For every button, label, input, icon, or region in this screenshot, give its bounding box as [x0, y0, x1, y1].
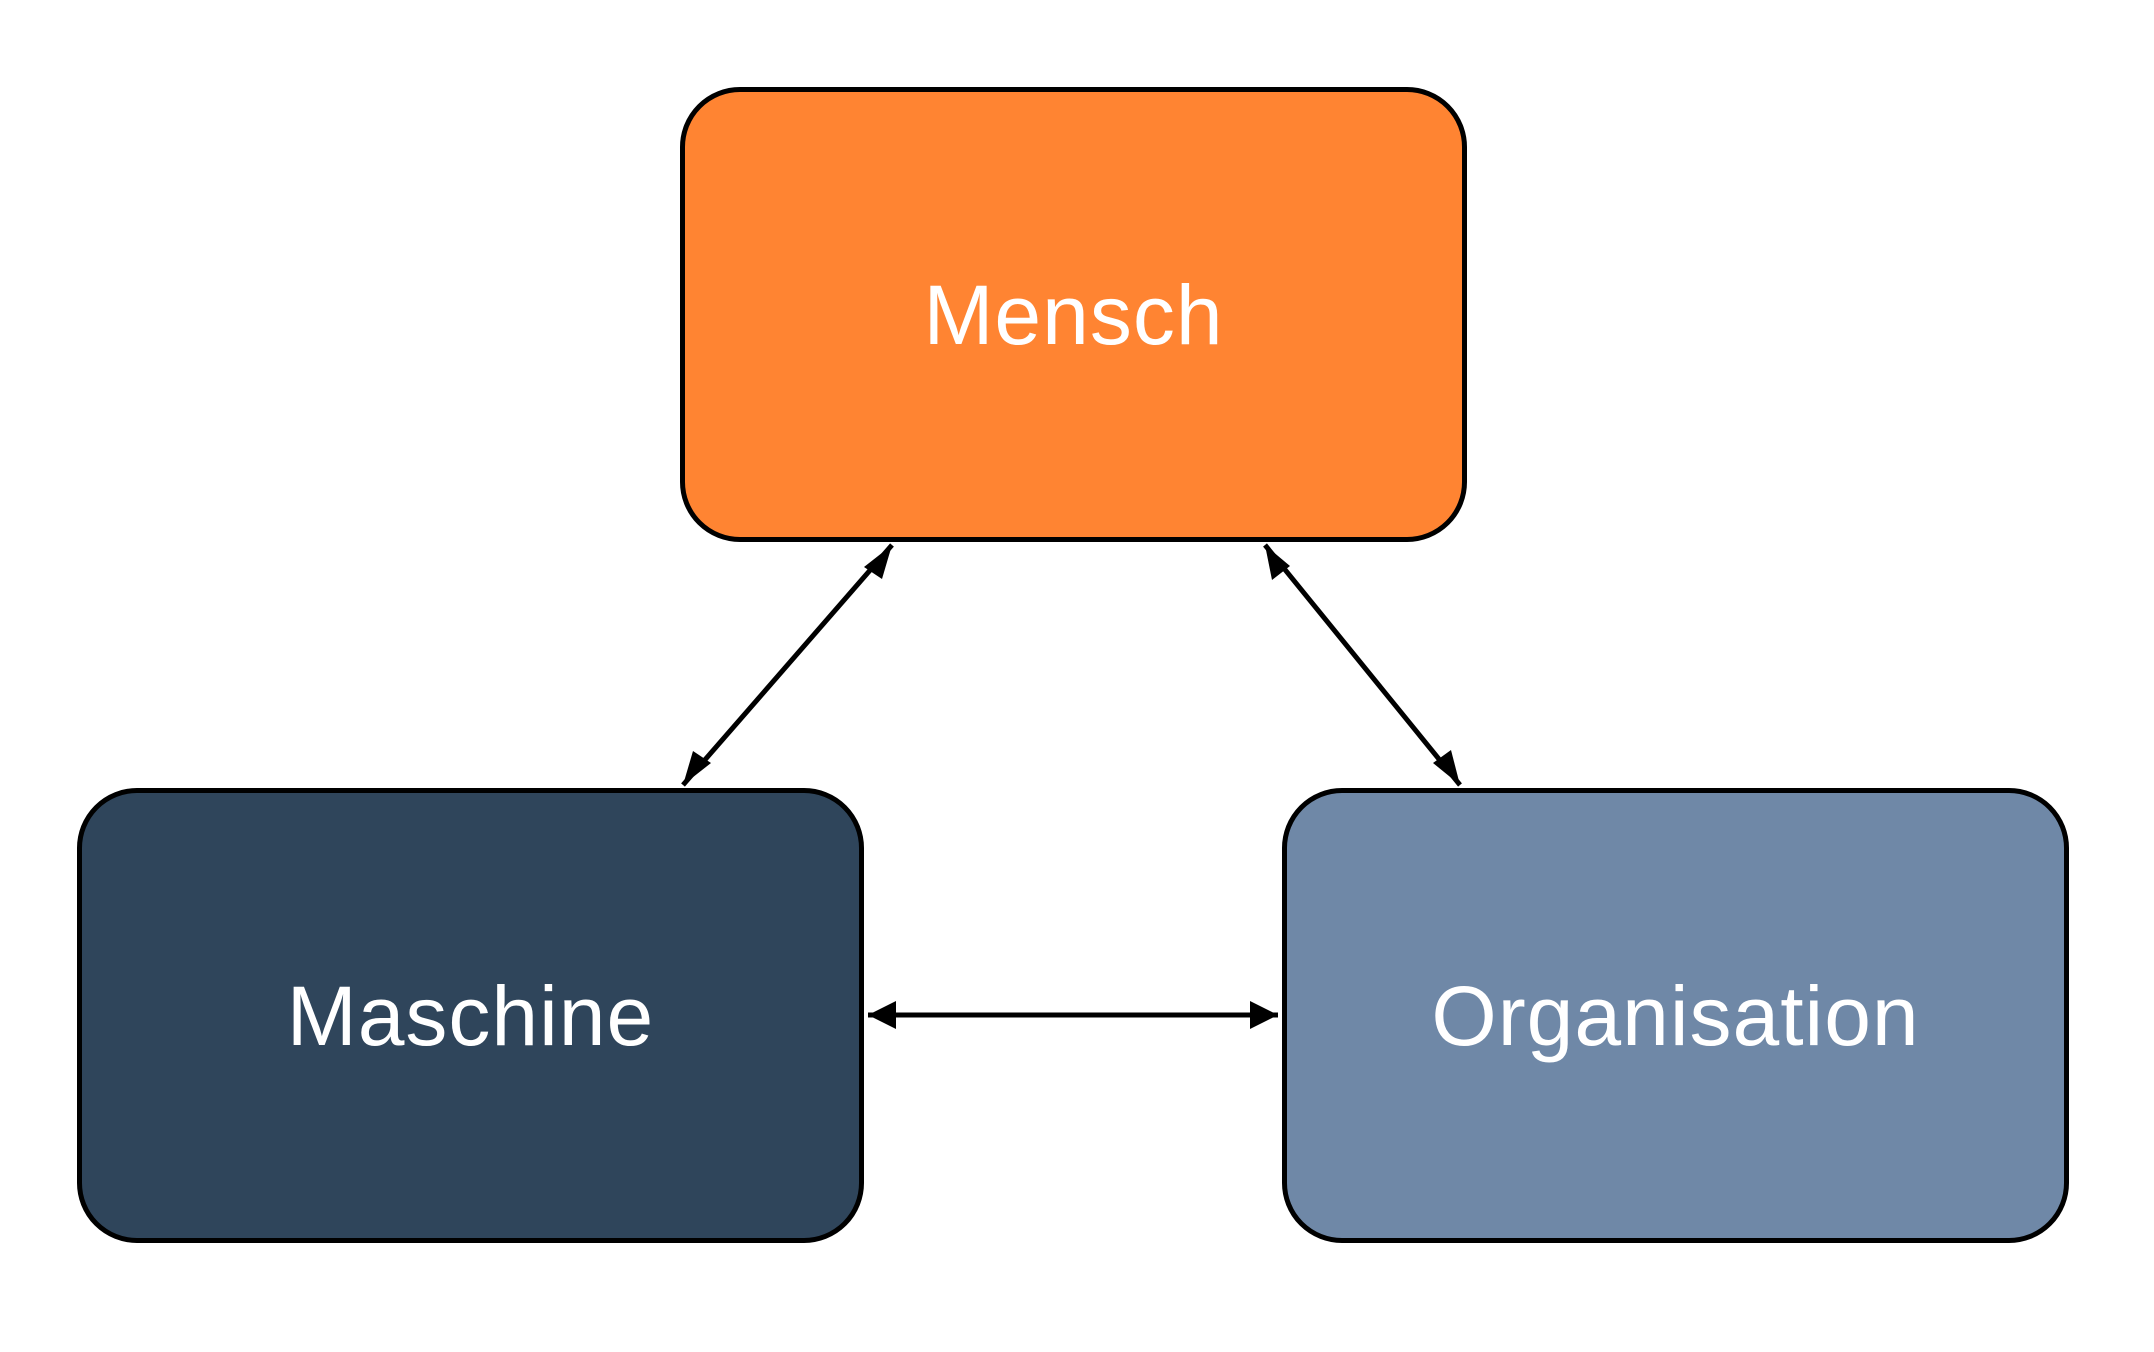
node-mensch-label: Mensch	[923, 267, 1224, 362]
edge-mensch-organisation	[1263, 543, 1462, 787]
node-mensch: Mensch	[680, 87, 1467, 542]
arrowhead-mensch-top-left	[864, 545, 892, 579]
arrowhead-maschine-top	[683, 751, 711, 785]
node-maschine: Maschine	[77, 788, 864, 1243]
arrowhead-organisation-left	[1250, 1001, 1278, 1029]
arrowhead-organisation-top	[1433, 750, 1460, 785]
node-organisation: Organisation	[1282, 788, 2069, 1243]
arrowhead-maschine-right	[868, 1001, 896, 1029]
node-maschine-label: Maschine	[286, 968, 655, 1063]
node-organisation-label: Organisation	[1431, 968, 1920, 1063]
edge-mensch-maschine	[681, 543, 894, 787]
arrowhead-mensch-top-right	[1265, 545, 1290, 580]
